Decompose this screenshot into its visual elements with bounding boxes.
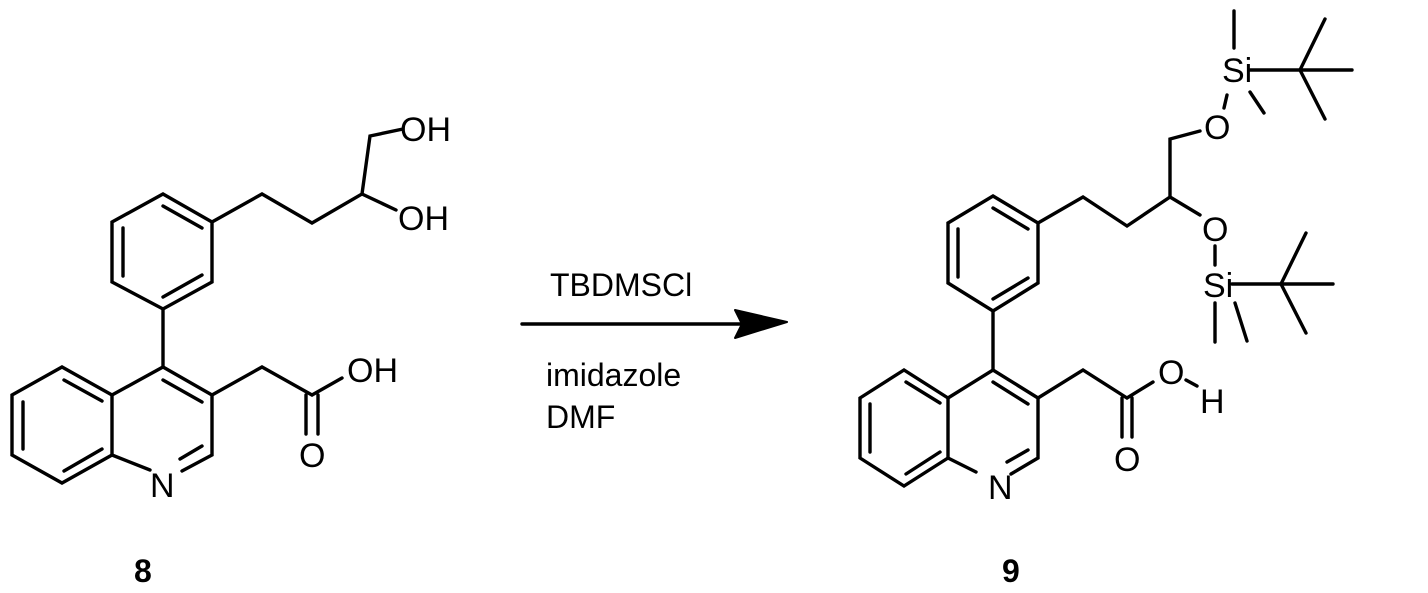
product-top-silicon: Si [1222,52,1252,90]
reaction-arrow [520,309,788,339]
reactant-acid-hydroxyl: OH [347,352,398,390]
product-quinoline-nitrogen: N [988,469,1013,507]
product-bottom-silicon: Si [1203,267,1233,305]
compound-9-label: 9 [1002,553,1020,589]
product-secondary-silyl-ether-oxygen: O [1202,211,1228,249]
condition-imidazole: imidazole [546,357,681,393]
compound-9-structure [858,9,1354,489]
reactant-primary-hydroxyl: OH [400,111,451,149]
product-carbonyl-oxygen: O [1114,441,1140,479]
condition-dmf: DMF [546,399,615,435]
product-acid-hydrogen: H [1200,383,1225,421]
compound-8-label: 8 [134,553,152,589]
reactant-secondary-hydroxyl: OH [398,200,449,238]
reactant-carbonyl-oxygen: O [299,437,325,475]
reactant-quinoline-nitrogen: N [150,467,175,505]
compound-8-structure [10,127,405,485]
reagent-tbdmscl: TBDMSCl [550,267,692,303]
product-acid-oxygen: O [1158,354,1184,392]
product-primary-silyl-ether-oxygen: O [1204,109,1230,147]
